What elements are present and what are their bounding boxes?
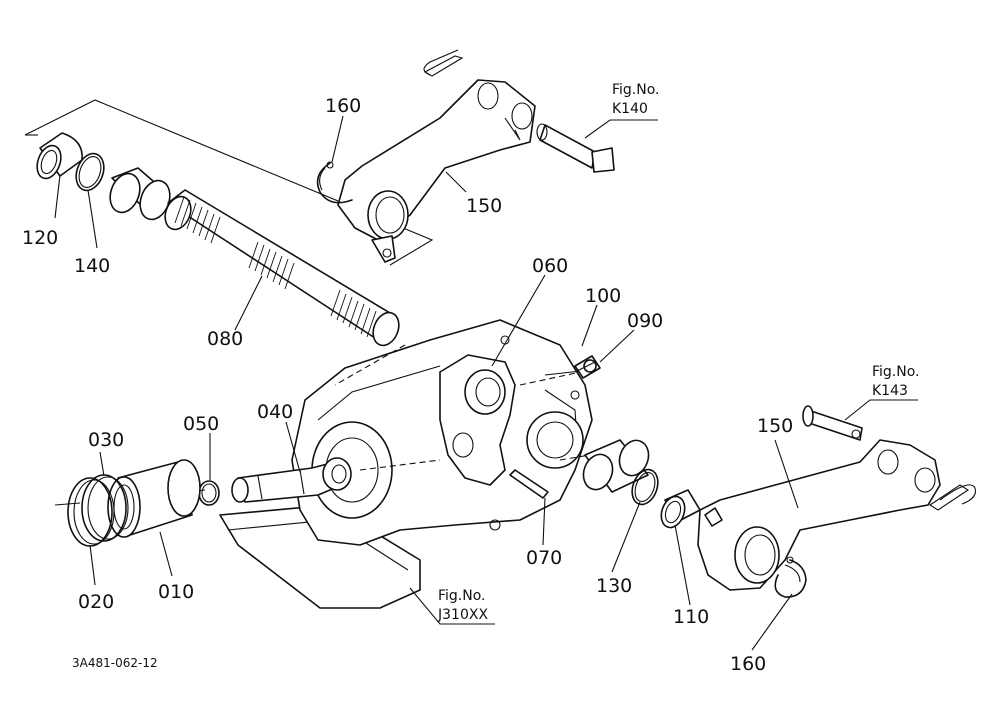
lift-arm-060 [439,354,516,486]
label-040: 040 [257,401,293,423]
label-010: 010 [158,581,194,603]
label-140: 140 [74,255,110,277]
label-060: 060 [532,255,568,277]
fig-ref-k140-line2: K140 [612,101,648,117]
shaft-plane-outline [24,99,434,266]
label-080: 080 [207,328,243,350]
label-120: 120 [22,227,58,249]
fig-ref-j310-line2: J310XX [437,607,488,623]
drawing-code: 3A481-062-12 [72,656,158,670]
o-ring-050 [198,480,220,506]
fig-ref-k143-line2: K143 [872,383,908,399]
label-150-right: 150 [757,415,793,437]
bushing-left [109,167,171,221]
snap-ring-160-top [316,161,353,204]
snap-ring-160-bottom [774,556,807,598]
part-labels: 160 150 120 140 080 060 100 090 040 050 … [22,95,793,675]
label-030: 030 [88,429,124,451]
fig-ref-k140-line1: Fig.No. [612,82,660,98]
splined-shaft-080 [164,189,400,347]
bushing-120 [36,132,83,180]
hitch-housing [219,319,593,609]
bolt-090-washer-100 [574,355,601,379]
label-160-top: 160 [325,95,361,117]
lift-arm-150-top [337,49,615,263]
piston-010 [107,459,201,538]
fig-ref-k143-line1: Fig.No. [872,364,920,380]
label-130: 130 [596,575,632,597]
bushing-right [582,439,650,493]
figure-references: Fig.No. K140 Fig.No. K143 Fig.No. J310XX [437,82,920,623]
pin-070 [509,469,549,499]
label-020: 020 [78,591,114,613]
label-110: 110 [673,606,709,628]
o-ring-140 [75,152,105,192]
label-070: 070 [526,547,562,569]
piston-rod-040 [231,457,352,503]
label-090: 090 [627,310,663,332]
label-150-top: 150 [466,195,502,217]
fig-ref-j310-line1: Fig.No. [438,588,486,604]
label-050: 050 [183,413,219,435]
label-160-bottom: 160 [730,653,766,675]
lift-arm-150-right [697,405,977,591]
leader-lines [54,115,918,651]
bushing-110 [660,489,701,529]
label-100: 100 [585,285,621,307]
